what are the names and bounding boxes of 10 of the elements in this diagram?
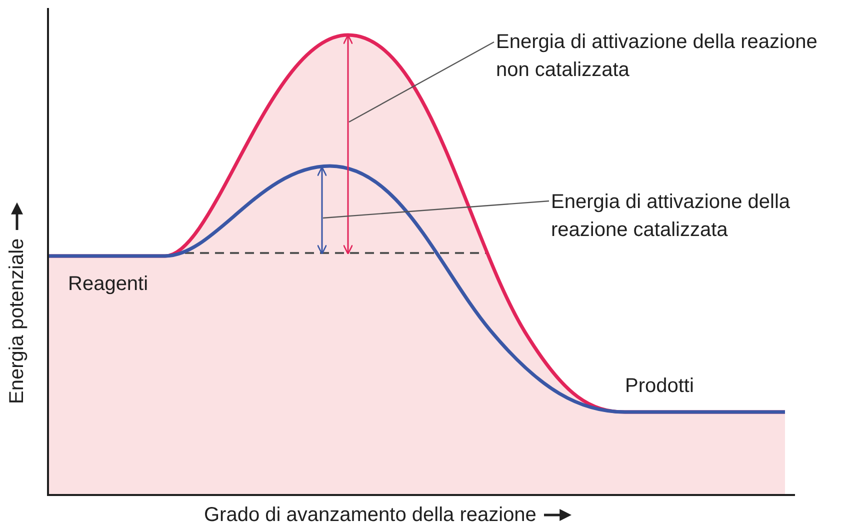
leader-line [348, 41, 494, 123]
leader-line [322, 200, 550, 219]
y-axis-title: Energia potenziale [5, 238, 29, 404]
callout-text: Energia di attivazione della reazione catalizzata [551, 190, 792, 243]
level-label: Reagenti [68, 272, 148, 297]
x-axis-title: Grado di avanzamento della reazione [204, 503, 536, 528]
uncatalyzed-activation-arrow [342, 34, 354, 255]
callout-text: Energia di attivazione della reazione non catalizzata [496, 30, 818, 83]
catalyzed-activation-arrow [316, 166, 328, 255]
level-label: Prodotti [625, 374, 694, 399]
